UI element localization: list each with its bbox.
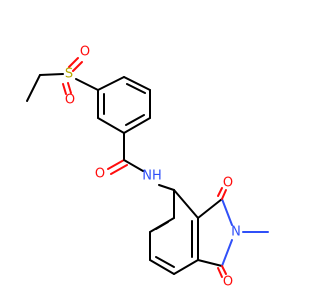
bond-imide-o-bottom-b — [217, 267, 223, 278]
atom-imide-nitrogen: N — [231, 225, 241, 240]
bond-ring1-e — [97, 117, 125, 134]
bond-ring1-a — [97, 76, 125, 91]
atom-amide-oxygen: O — [95, 167, 105, 182]
bond-ring2-e — [173, 259, 199, 275]
atom-sulfonyl-oxygen-top: O — [80, 45, 90, 60]
bond-ring1-b — [123, 76, 151, 91]
bond-ring2-double-2 — [155, 256, 175, 268]
atom-sulfonyl-oxygen-bottom: O — [65, 93, 75, 108]
bond-s-o-top-b — [72, 61, 83, 72]
bond-imide-o-bottom-a — [221, 265, 227, 275]
bond-ring2-d — [149, 259, 175, 275]
bond-imide-top-c — [197, 198, 223, 219]
bond-c-o-a — [107, 159, 125, 170]
bond-ring1-double-1 — [126, 83, 146, 94]
bond-ethyl-ch3-ch2 — [26, 74, 41, 102]
bond-s-o-bottom-b — [67, 82, 72, 94]
bond-c-nh — [123, 159, 144, 172]
atom-amide-nitrogen: NH — [142, 169, 162, 184]
bond-imide-o-top-a — [221, 189, 227, 200]
atom-imide-oxygen-bottom: O — [223, 275, 233, 290]
bond-ring2-double-1 — [155, 221, 169, 230]
bond-s-o-bottom-a — [62, 83, 67, 95]
bond-imide-o-top-b — [217, 187, 223, 197]
bond-imide-c-n-top — [221, 198, 233, 226]
bond-imide-c-n-bottom — [221, 239, 233, 267]
atom-sulfur: S — [65, 67, 73, 82]
bond-imide-bottom-c — [197, 259, 223, 267]
bond-ring2-g — [173, 189, 199, 219]
bond-nh-ring2 — [158, 184, 175, 191]
bond-c-o-b — [110, 164, 128, 175]
bond-ethyl-ch2-s — [39, 73, 64, 76]
bond-ring1-double-2 — [125, 114, 145, 126]
atom-imide-oxygen-top: O — [223, 176, 233, 191]
bond-s-ring — [75, 78, 99, 91]
bond-ring1-d — [123, 117, 151, 134]
bond-s-o-top-a — [68, 57, 79, 68]
molecule-structure: S O O O NH N O O — [26, 45, 269, 290]
